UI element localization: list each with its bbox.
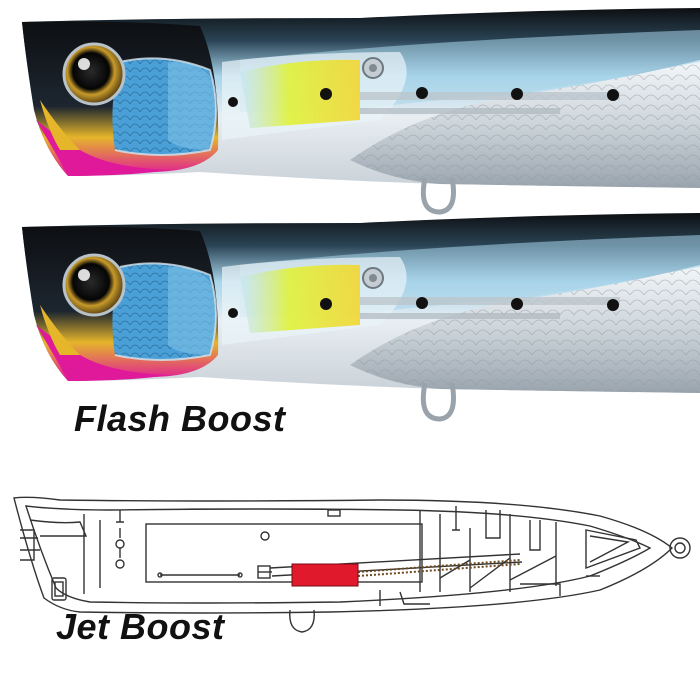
lure-photo-icon: [22, 8, 700, 215]
popper-lure-top: [0, 0, 700, 215]
lure-photo-icon: [22, 213, 700, 422]
lure-cutaway-diagram: [0, 480, 700, 650]
caption-flash-boost: Flash Boost: [74, 398, 286, 439]
lure-diagram-icon: [13, 496, 691, 633]
popper-lure-bottom: [0, 205, 700, 425]
caption-jet-boost: Jet Boost: [56, 606, 225, 647]
